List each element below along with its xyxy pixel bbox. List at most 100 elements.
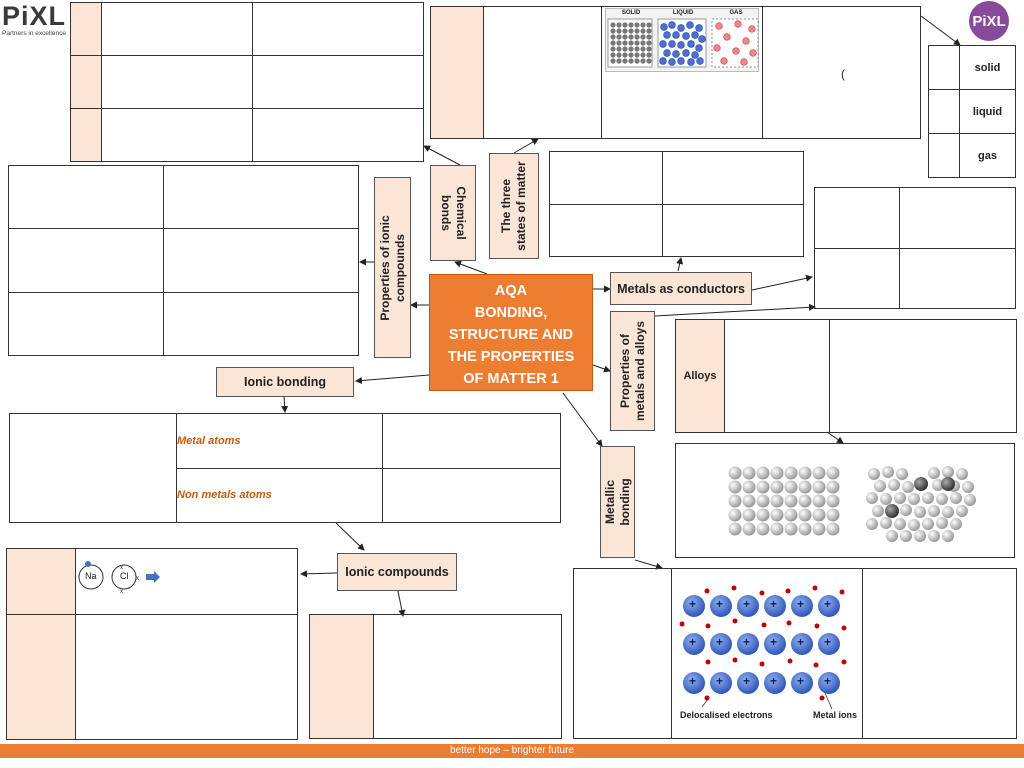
ion-plus: +: [797, 597, 805, 611]
cell: [382, 413, 561, 469]
conductors-right-table: [814, 187, 1016, 309]
properties-ionic-label: Properties of ionic compounds: [374, 177, 411, 358]
pixl-logo-text: PiXL: [2, 1, 67, 31]
properties-ionic-text: Properties of ionic compounds: [377, 214, 407, 321]
cell: [928, 133, 960, 178]
cell: [70, 55, 102, 109]
properties-metals-label: Properties of metals and alloys: [610, 311, 655, 431]
solid-label: solid: [959, 45, 1016, 90]
cell: [101, 108, 253, 162]
chemical-bonds-table: [70, 2, 424, 162]
svg-text:x: x: [136, 576, 139, 582]
cell: [309, 614, 374, 739]
paren-mark: (: [841, 67, 845, 81]
cell: [8, 291, 164, 357]
metallic-bonding-text: Metallic bonding: [602, 478, 632, 526]
metal-atoms-label: Metal atoms: [176, 413, 383, 469]
cell: [101, 55, 253, 109]
nacl-diagram-cell: x x x Na Cl: [75, 548, 298, 615]
nacl-diagram: x x x: [78, 561, 160, 595]
cell: [814, 247, 900, 309]
states-image: SOLID LIQUID GAS: [605, 8, 759, 72]
ion-plus: +: [716, 674, 724, 688]
cell: [573, 568, 672, 739]
cell: [899, 187, 1016, 249]
pixl-science-logo: PiXL: [969, 1, 1009, 41]
cell: [662, 203, 804, 257]
svg-text:x: x: [120, 565, 123, 571]
alloy-diagram: [728, 466, 976, 542]
delocalised-electrons-caption: Delocalised electrons: [680, 710, 773, 720]
states-of-matter-box: SOLID LIQUID GAS: [430, 6, 921, 139]
cell: [662, 151, 804, 205]
ionic-bonding-table: Metal atoms Non metals atoms: [9, 413, 561, 523]
svg-text:x: x: [120, 589, 123, 595]
nacl-table: x x x Na Cl: [6, 548, 298, 740]
na-symbol: Na: [85, 571, 97, 581]
ion-plus: +: [770, 597, 778, 611]
solid-caption: SOLID: [621, 10, 641, 16]
cell: [70, 108, 102, 162]
three-states-label: The three states of matter: [489, 153, 539, 259]
states-image-cell: SOLID LIQUID GAS: [601, 6, 763, 139]
cell: [252, 2, 424, 56]
liquid-caption: LIQUID: [672, 10, 694, 16]
ion-plus: +: [824, 597, 832, 611]
metallic-diagram-cell: Delocalised electrons Metal ions: [671, 568, 863, 739]
cell: [928, 45, 960, 90]
liquid-label: liquid: [959, 89, 1016, 134]
ion-plus: +: [797, 674, 805, 688]
ion-plus: +: [689, 674, 697, 688]
cell: [483, 6, 602, 139]
ion-plus: +: [797, 635, 805, 649]
cell: [724, 319, 830, 433]
central-topic: AQA BONDING, STRUCTURE AND THE PROPERTIE…: [429, 274, 593, 391]
cell: [862, 568, 1017, 739]
nonmetal-atoms-label: Non metals atoms: [176, 467, 383, 523]
ionic-compounds-label: Ionic compounds: [337, 553, 457, 591]
ion-plus: +: [824, 674, 832, 688]
cell: [9, 413, 177, 523]
cell: [430, 6, 484, 139]
ion-plus: +: [743, 674, 751, 688]
chemical-bonds-label: Chemical bonds: [430, 165, 476, 261]
metallic-bonding-table: Delocalised electrons Metal ions: [573, 568, 1017, 739]
metallic-diagram: [679, 585, 847, 710]
cell: [163, 228, 359, 293]
ion-plus: +: [770, 674, 778, 688]
cell: [70, 2, 102, 56]
alloys-label: Alloys: [675, 319, 725, 433]
footer-banner: better hope – brighter future: [0, 744, 1024, 758]
cell: [8, 164, 164, 230]
cell: [829, 319, 1017, 433]
cell: [899, 247, 1016, 309]
states-table: solid liquid gas: [928, 45, 1016, 178]
cell: [252, 55, 424, 109]
cell: [549, 151, 663, 205]
pixl-science-logo-text: PiXL: [972, 12, 1006, 30]
cell: [6, 614, 76, 740]
ionic-compounds-table: [309, 614, 562, 739]
cell: [373, 614, 562, 739]
properties-metals-text: Properties of metals and alloys: [617, 320, 647, 422]
ion-plus: +: [743, 597, 751, 611]
ion-plus: +: [689, 597, 697, 611]
cell: [928, 89, 960, 134]
cell: [75, 614, 298, 740]
ion-plus: +: [716, 597, 724, 611]
cell: [163, 164, 359, 230]
cell: [8, 228, 164, 293]
cell: [252, 108, 424, 162]
alloy-diagram-box: [675, 443, 1015, 558]
ion-plus: +: [770, 635, 778, 649]
metal-ions-caption: Metal ions: [813, 710, 858, 720]
cell: (: [762, 6, 921, 139]
ion-plus: +: [689, 635, 697, 649]
ion-plus: +: [716, 635, 724, 649]
ion-plus: +: [743, 635, 751, 649]
ionic-properties-table: [8, 164, 359, 357]
three-states-text: The three states of matter: [499, 161, 528, 251]
cell: [549, 203, 663, 257]
gas-label: gas: [959, 133, 1016, 178]
cl-symbol: Cl: [120, 571, 129, 581]
